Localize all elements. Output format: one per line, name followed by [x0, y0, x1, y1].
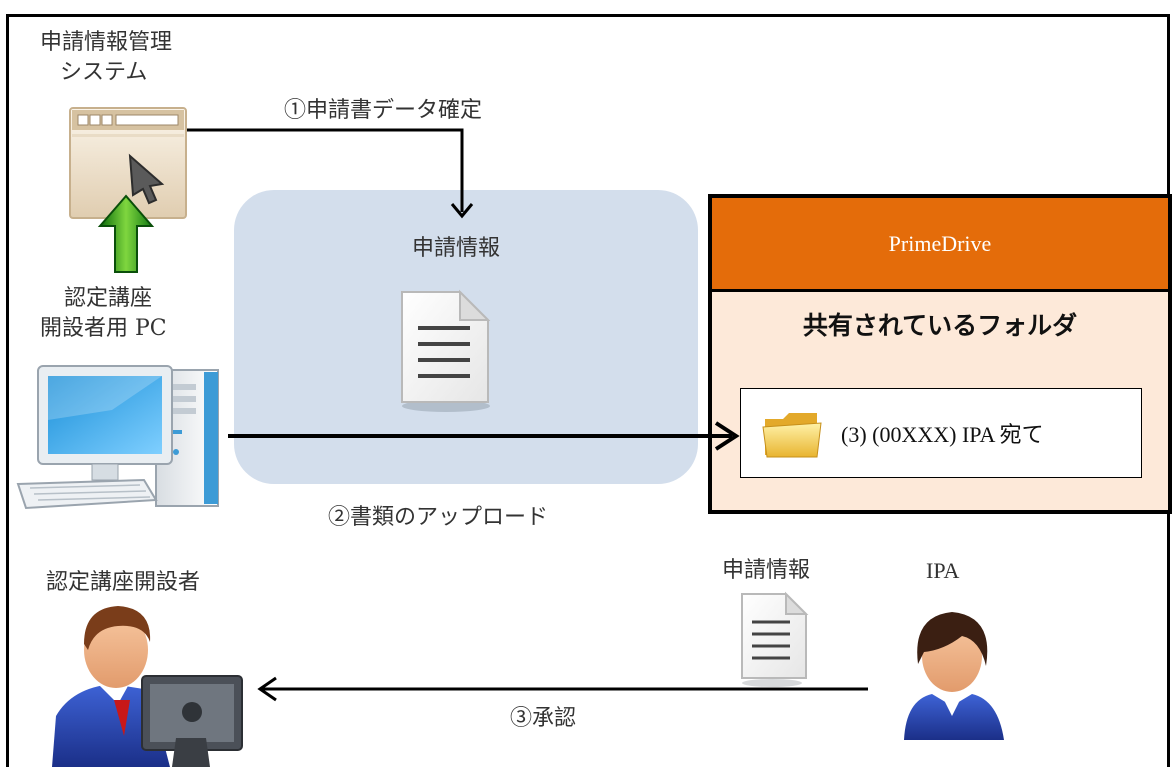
user-at-computer-icon: [52, 606, 243, 767]
folder-icon: [762, 413, 822, 458]
ipa-label: IPA: [926, 558, 960, 583]
upload-arrowhead: [714, 421, 740, 451]
step1-label: ①申請書データ確定: [284, 98, 483, 123]
prime-drive-panel: PrimeDrive 共有されているフォルダ (3) (00XXX) IPA 宛…: [708, 194, 1172, 514]
document-icon-small: [741, 591, 809, 687]
approval-arrowhead: [257, 676, 277, 702]
system-name-line2: システム: [60, 59, 148, 85]
step2-label: ②書類のアップロード: [328, 505, 549, 530]
system-name-line1: 申請情報管理: [40, 30, 173, 55]
desktop-pc-icon: [16, 365, 219, 510]
application-info-label-small: 申請情報: [722, 558, 811, 583]
folder-name: (3) (00XXX) IPA 宛て: [841, 422, 1044, 447]
prime-drive-title: PrimeDrive: [712, 198, 1168, 292]
ipa-user-icon: [904, 612, 1004, 740]
system-name: 申請情報管理 システム: [40, 28, 172, 87]
step1-connector: [186, 128, 464, 212]
pc-label: 認定講座 開設者用 PC: [40, 284, 167, 343]
step3-label: ③承認: [510, 706, 577, 731]
shared-folder-label: 共有されているフォルダ: [802, 311, 1078, 340]
cursor-icon: [128, 153, 165, 205]
shared-folder-item[interactable]: (3) (00XXX) IPA 宛て: [740, 388, 1142, 478]
document-icon: [401, 289, 491, 412]
up-arrow-icon: [97, 194, 155, 273]
browser-window-icon: [69, 107, 187, 219]
step1-arrowhead: [450, 203, 474, 219]
course-provider-label: 認定講座開設者: [46, 570, 201, 595]
pc-label-line1: 認定講座: [64, 286, 153, 311]
application-info-label: 申請情報: [412, 236, 501, 261]
pc-label-line2: 開設者用 PC: [40, 315, 167, 341]
